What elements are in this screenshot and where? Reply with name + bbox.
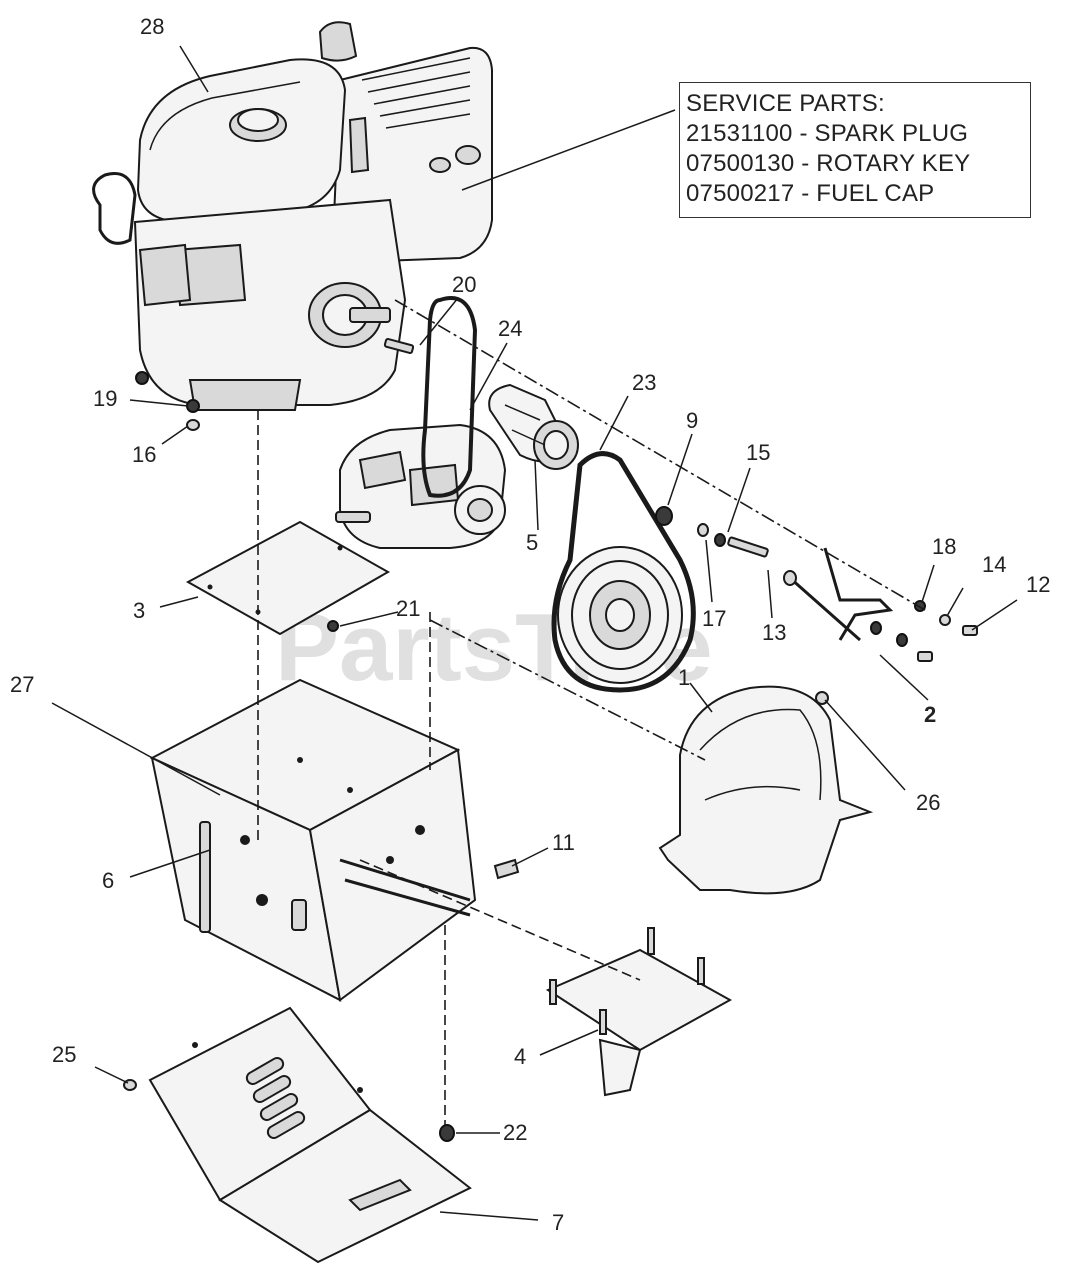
cover-plate	[185, 520, 391, 636]
callout-2: 2	[924, 702, 936, 727]
washer-17	[697, 523, 709, 537]
nut-22	[439, 1124, 455, 1142]
callout-22: 22	[503, 1120, 527, 1145]
callout-4: 4	[514, 1044, 526, 1069]
service-part-line: 07500130 - ROTARY KEY	[686, 150, 971, 177]
callout-18: 18	[932, 534, 956, 559]
auger-gearbox	[335, 296, 507, 549]
callout-15: 15	[746, 440, 770, 465]
callout-16: 16	[132, 442, 156, 467]
callout-13: 13	[762, 620, 786, 645]
service-part-line: 07500217 - FUEL CAP	[686, 180, 935, 207]
assembly-line-cover	[429, 619, 706, 761]
service-parts-title: SERVICE PARTS:	[686, 90, 885, 117]
callout-9: 9	[686, 408, 698, 433]
engine-pulley	[488, 383, 579, 470]
service-part-line: 21531100 - SPARK PLUG	[686, 120, 969, 147]
engine-assembly	[92, 21, 493, 411]
callout-7: 7	[552, 1210, 564, 1235]
bushing-11	[493, 858, 520, 880]
drive-belt-pulley	[551, 451, 696, 693]
nut-21	[327, 620, 339, 632]
callout-labels: 28 20 24 23 9 15 5 17 13 19 16 18 14 12 …	[10, 14, 1050, 1235]
callout-28: 28	[140, 14, 164, 39]
callout-19: 19	[93, 386, 117, 411]
callout-27: 27	[10, 672, 34, 697]
callout-24: 24	[498, 316, 522, 341]
callout-11: 11	[552, 830, 575, 855]
callout-26: 26	[916, 790, 940, 815]
hex-nut-9	[655, 506, 673, 526]
assembly-line-engine-shaft	[394, 299, 926, 611]
callout-5: 5	[526, 530, 538, 555]
idler-bracket	[789, 547, 894, 642]
callout-3: 3	[133, 598, 145, 623]
leader-lines	[51, 45, 1018, 1221]
callout-14: 14	[982, 552, 1006, 577]
assembly-line-bracket	[359, 859, 641, 981]
bolt-13	[727, 536, 769, 558]
nut-19	[135, 371, 149, 385]
belt-cover	[658, 685, 874, 895]
rotary-key	[383, 337, 415, 355]
callout-12: 12	[1026, 572, 1050, 597]
callout-21: 21	[396, 596, 420, 621]
mount-bracket	[545, 948, 733, 1052]
washer-14	[939, 614, 951, 626]
frame-assembly	[149, 678, 477, 1002]
service-parts-box: SERVICE PARTS: 21531100 - SPARK PLUG 075…	[679, 82, 1031, 218]
callout-25: 25	[52, 1042, 76, 1067]
callout-20: 20	[452, 272, 476, 297]
callout-1: 1	[678, 665, 690, 690]
callout-17: 17	[702, 606, 726, 631]
lock-washer-15	[714, 533, 726, 547]
callout-6: 6	[102, 868, 114, 893]
callout-23: 23	[632, 370, 656, 395]
